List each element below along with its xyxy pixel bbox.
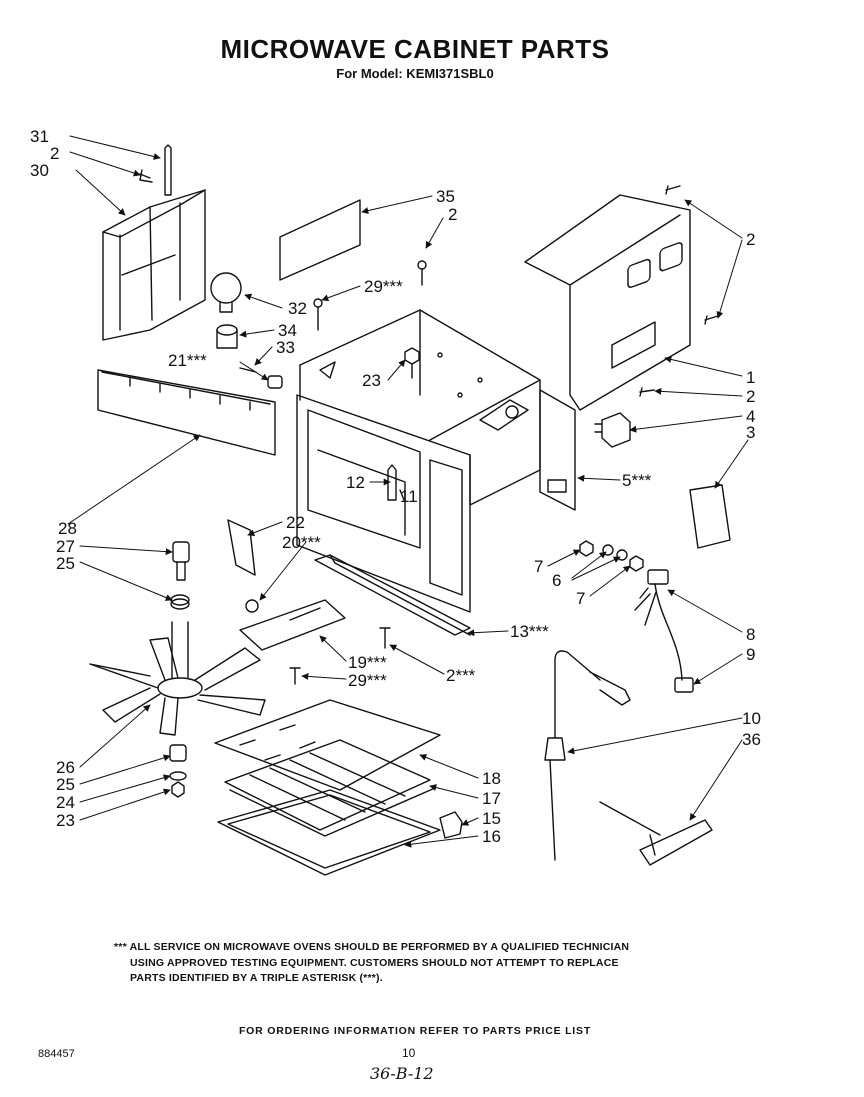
callout-label: 26 <box>56 758 75 777</box>
glass-tray <box>214 699 441 791</box>
door-latch <box>387 464 405 501</box>
callout-label: 10 <box>742 709 761 728</box>
callout-label: 12 <box>346 473 365 492</box>
temperature-probe <box>544 650 631 861</box>
callout-label: 25 <box>56 775 75 794</box>
bracket-pin <box>164 144 172 196</box>
document-number: 884457 <box>38 1048 75 1060</box>
screw <box>704 315 719 325</box>
callout-label: 33 <box>276 338 295 357</box>
screw <box>639 387 655 397</box>
label-sheet <box>279 199 361 281</box>
probe-tool <box>599 801 713 866</box>
power-plug <box>594 412 631 448</box>
callout-label: 22 <box>286 513 305 532</box>
callout-label: 28 <box>58 519 77 538</box>
callout-label: 34 <box>278 321 297 340</box>
clip <box>227 519 256 576</box>
top-screw <box>417 260 427 286</box>
drive-coupling <box>172 541 190 581</box>
drip-pan <box>217 789 441 876</box>
callout-label: 29*** <box>364 277 403 296</box>
trim-screw <box>379 627 391 649</box>
callout-label: 15 <box>482 809 501 828</box>
service-note: *** ALL SERVICE ON MICROWAVE OVENS SHOUL… <box>114 940 710 987</box>
washer <box>170 594 190 610</box>
callout-label: 24 <box>56 793 75 812</box>
callout-label: 11 <box>400 487 418 506</box>
callout-label: 17 <box>482 789 501 808</box>
callout-label: 5*** <box>622 471 652 490</box>
callout-label: 6 <box>552 571 561 590</box>
terminal-nut <box>629 555 644 572</box>
stirrer-fan <box>89 621 266 736</box>
service-note-line: *** ALL SERVICE ON MICROWAVE OVENS SHOUL… <box>114 941 630 953</box>
vent-grille-panel <box>97 369 276 456</box>
outer-cover <box>524 194 691 411</box>
callout-label: 32 <box>288 299 307 318</box>
stirrer-cover <box>239 599 346 651</box>
terminal-nut <box>579 540 594 557</box>
callout-label: 31 <box>30 127 49 146</box>
lamp-housing-bracket <box>102 189 206 341</box>
screw <box>665 185 681 195</box>
nut <box>267 375 283 389</box>
callout-label: 18 <box>482 769 501 788</box>
callout-label: 23 <box>56 811 75 830</box>
callout-label: 8 <box>746 625 755 644</box>
callout-label: 30 <box>30 161 49 180</box>
callout-label: 1 <box>746 368 755 387</box>
callout-label: 2 <box>50 144 59 163</box>
callout-label: 4 <box>746 407 755 426</box>
callout-label: 25 <box>56 554 75 573</box>
callout-label: 23 <box>362 371 381 390</box>
callout-label: 35 <box>436 187 455 206</box>
wire-harness <box>634 569 694 693</box>
cover-screw <box>289 667 301 685</box>
front-trim-strip <box>314 554 471 636</box>
screw <box>139 169 153 183</box>
page-number: 10 <box>402 1046 416 1060</box>
rack-clip <box>439 811 463 839</box>
service-note-line: USING APPROVED TESTING EQUIPMENT. CUSTOM… <box>130 956 619 969</box>
handwritten-note: 36-B-12 <box>370 1064 434 1083</box>
callout-label: 2*** <box>446 666 476 685</box>
lower-hub <box>169 744 187 798</box>
lamp-socket <box>216 324 238 349</box>
callout-labels: 31 2 30 35 2 29*** 32 34 33 21*** 23 2 1… <box>30 127 761 846</box>
cabinet-frame <box>299 309 541 506</box>
callout-label: 2 <box>746 387 755 406</box>
callout-leaders <box>67 135 749 848</box>
terminal-washers <box>602 544 628 561</box>
top-screw-29 <box>313 298 323 331</box>
front-panel <box>296 394 471 613</box>
top-nut <box>404 347 420 379</box>
model-subtitle: For Model: KEMI371SBL0 <box>336 66 494 81</box>
service-note-line: PARTS IDENTIFIED BY A TRIPLE ASTERISK (*… <box>130 972 383 984</box>
callout-label: 19*** <box>348 653 387 672</box>
callout-label: 27 <box>56 537 75 556</box>
callout-label: 7 <box>534 557 543 576</box>
callout-label: 7 <box>576 589 585 608</box>
callout-label: 16 <box>482 827 501 846</box>
callout-label: 29*** <box>348 671 387 690</box>
lamp-bulb <box>210 272 242 313</box>
rating-label <box>689 484 731 549</box>
page-title: MICROWAVE CABINET PARTS <box>220 34 610 64</box>
callout-label: 20*** <box>282 533 321 552</box>
callout-label: 36 <box>742 730 761 749</box>
side-panel <box>539 389 576 511</box>
ordering-info: FOR ORDERING INFORMATION REFER TO PARTS … <box>238 1025 592 1037</box>
lamp-screw <box>239 367 257 373</box>
callout-label: 21*** <box>168 351 207 370</box>
callout-label: 13*** <box>510 622 549 641</box>
callout-label: 2 <box>448 205 457 224</box>
callout-label: 3 <box>746 423 755 442</box>
callout-label: 2 <box>746 230 755 249</box>
oven-rack <box>224 739 436 837</box>
callout-label: 9 <box>746 645 755 664</box>
